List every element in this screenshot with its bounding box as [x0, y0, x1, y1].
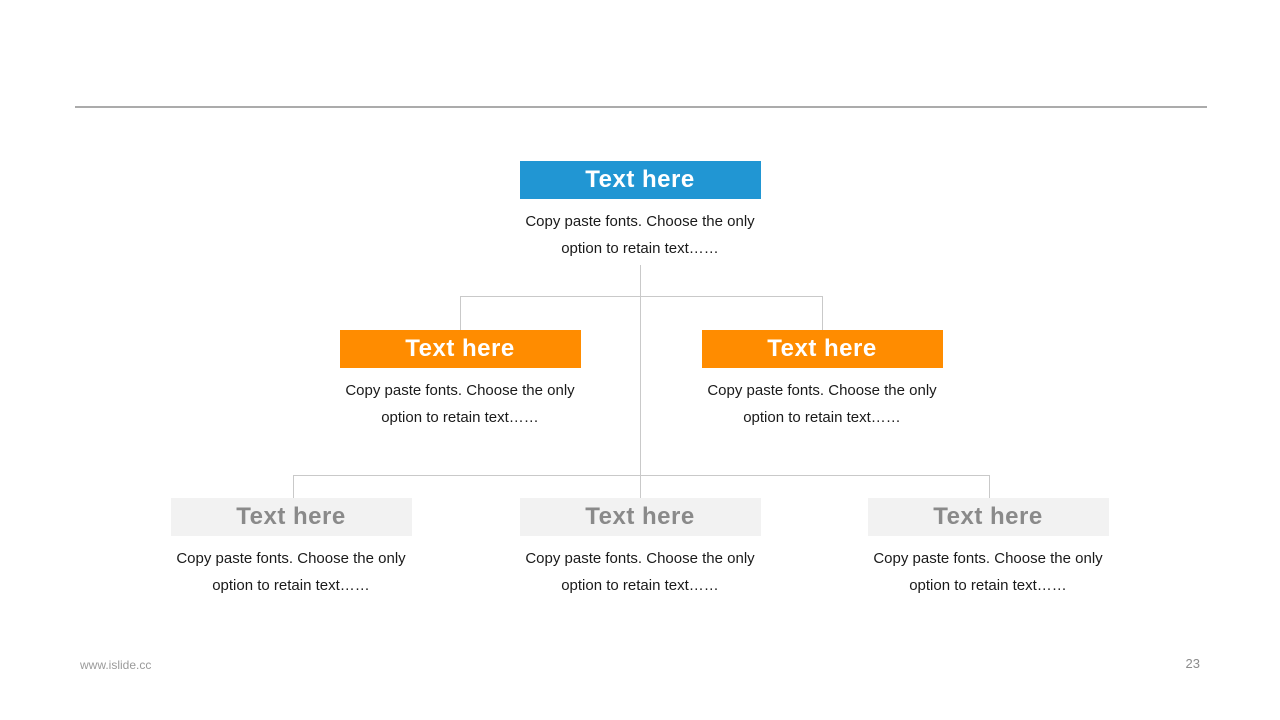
description-line: option to retain text…… — [212, 577, 370, 594]
org-node-level3-center-title: Text here — [519, 498, 761, 536]
description-line: option to retain text…… — [561, 240, 719, 257]
org-node-level3-right: Text here Copy paste fonts. Choose the o… — [848, 498, 1128, 599]
connector-level2-bracket — [460, 296, 822, 297]
org-node-level3-center: Text here Copy paste fonts. Choose the o… — [500, 498, 780, 599]
footer-page-number: 23 — [1185, 656, 1200, 671]
description-line: option to retain text…… — [743, 409, 901, 426]
org-node-level2-right-title: Text here — [701, 330, 943, 368]
org-node-root: Text here Copy paste fonts. Choose the o… — [500, 161, 780, 262]
top-divider-line — [75, 106, 1207, 108]
description-line: option to retain text…… — [909, 577, 1067, 594]
connector-root-vertical — [640, 265, 641, 498]
org-node-level2-left: Text here Copy paste fonts. Choose the o… — [320, 330, 600, 431]
connector-level3-bracket — [293, 475, 989, 476]
org-node-level2-right-description: Copy paste fonts. Choose the only option… — [682, 377, 962, 431]
description-line: Copy paste fonts. Choose the only — [873, 550, 1103, 567]
org-node-level3-right-title: Text here — [867, 498, 1109, 536]
org-node-level2-left-title: Text here — [339, 330, 581, 368]
org-node-level3-left-description: Copy paste fonts. Choose the only option… — [151, 545, 431, 599]
description-line: option to retain text…… — [561, 577, 719, 594]
org-node-level3-left-title: Text here — [170, 498, 412, 536]
org-node-level2-right: Text here Copy paste fonts. Choose the o… — [682, 330, 962, 431]
org-node-level3-right-description: Copy paste fonts. Choose the only option… — [848, 545, 1128, 599]
description-line: Copy paste fonts. Choose the only — [525, 550, 755, 567]
org-node-level2-left-description: Copy paste fonts. Choose the only option… — [320, 377, 600, 431]
connector-level3-drop-right — [989, 475, 990, 498]
connector-level2-drop-right — [822, 296, 823, 330]
org-node-level3-center-description: Copy paste fonts. Choose the only option… — [500, 545, 780, 599]
org-node-level3-left: Text here Copy paste fonts. Choose the o… — [151, 498, 431, 599]
description-line: Copy paste fonts. Choose the only — [345, 382, 575, 399]
connector-level2-drop-left — [460, 296, 461, 330]
connector-level3-drop-left — [293, 475, 294, 498]
description-line: option to retain text…… — [381, 409, 539, 426]
footer-website-url: www.islide.cc — [80, 658, 152, 672]
org-node-root-title: Text here — [519, 161, 761, 199]
description-line: Copy paste fonts. Choose the only — [176, 550, 406, 567]
org-node-root-description: Copy paste fonts. Choose the only option… — [500, 208, 780, 262]
description-line: Copy paste fonts. Choose the only — [525, 213, 755, 230]
description-line: Copy paste fonts. Choose the only — [707, 382, 937, 399]
